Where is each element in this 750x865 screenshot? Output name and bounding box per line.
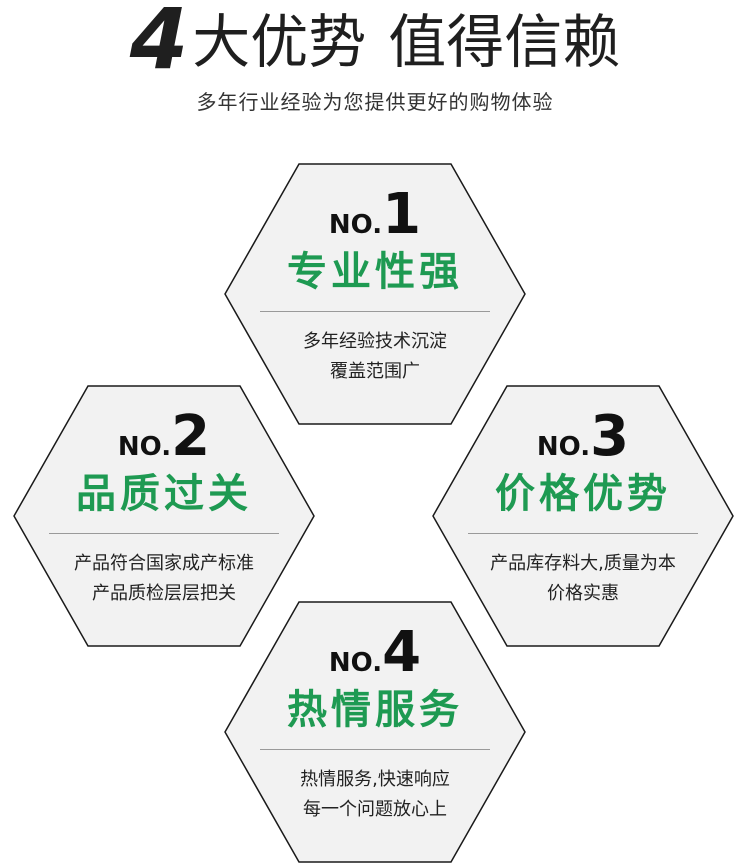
- hexagon-shape: [13, 385, 315, 647]
- card-divider: [260, 749, 490, 750]
- title-number: 4: [129, 0, 189, 88]
- advantage-card-2: NO.2 品质过关 产品符合国家成产标准产品质检层层把关: [13, 385, 315, 647]
- card-divider: [468, 533, 698, 534]
- card-description: 产品符合国家成产标准产品质检层层把关: [74, 553, 254, 604]
- card-title: 热情服务: [287, 687, 463, 733]
- advantage-card-4: NO.4 热情服务 热情服务,快速响应每一个问题放心上: [224, 601, 526, 863]
- card-title: 专业性强: [287, 249, 463, 295]
- hexagon-shape: [432, 385, 734, 647]
- advantage-card-3: NO.3 价格优势 产品库存料大,质量为本价格实惠: [432, 385, 734, 647]
- card-description: 产品库存料大,质量为本价格实惠: [490, 553, 676, 604]
- advantage-card-1: NO.1 专业性强 多年经验技术沉淀覆盖范围广: [224, 163, 526, 425]
- card-number: NO.3: [536, 404, 630, 469]
- title-part1: 大优势: [192, 8, 367, 76]
- card-divider: [260, 311, 490, 312]
- title-part2: 值得信赖: [388, 8, 621, 76]
- card-description: 热情服务,快速响应每一个问题放心上: [300, 769, 450, 820]
- card-divider: [49, 533, 279, 534]
- hexagon-shape: [224, 601, 526, 863]
- card-number: NO.4: [328, 620, 422, 685]
- card-description: 多年经验技术沉淀覆盖范围广: [303, 331, 447, 382]
- header: 4大优势值得信赖 多年行业经验为您提供更好的购物体验: [0, 0, 750, 120]
- page-title: 4大优势值得信赖: [0, 0, 750, 81]
- card-number: NO.2: [117, 404, 211, 469]
- card-title: 品质过关: [76, 471, 252, 517]
- page-subtitle: 多年行业经验为您提供更好的购物体验: [196, 90, 554, 114]
- card-number: NO.1: [328, 182, 422, 247]
- hexagon-shape: [224, 163, 526, 425]
- card-title: 价格优势: [495, 471, 671, 517]
